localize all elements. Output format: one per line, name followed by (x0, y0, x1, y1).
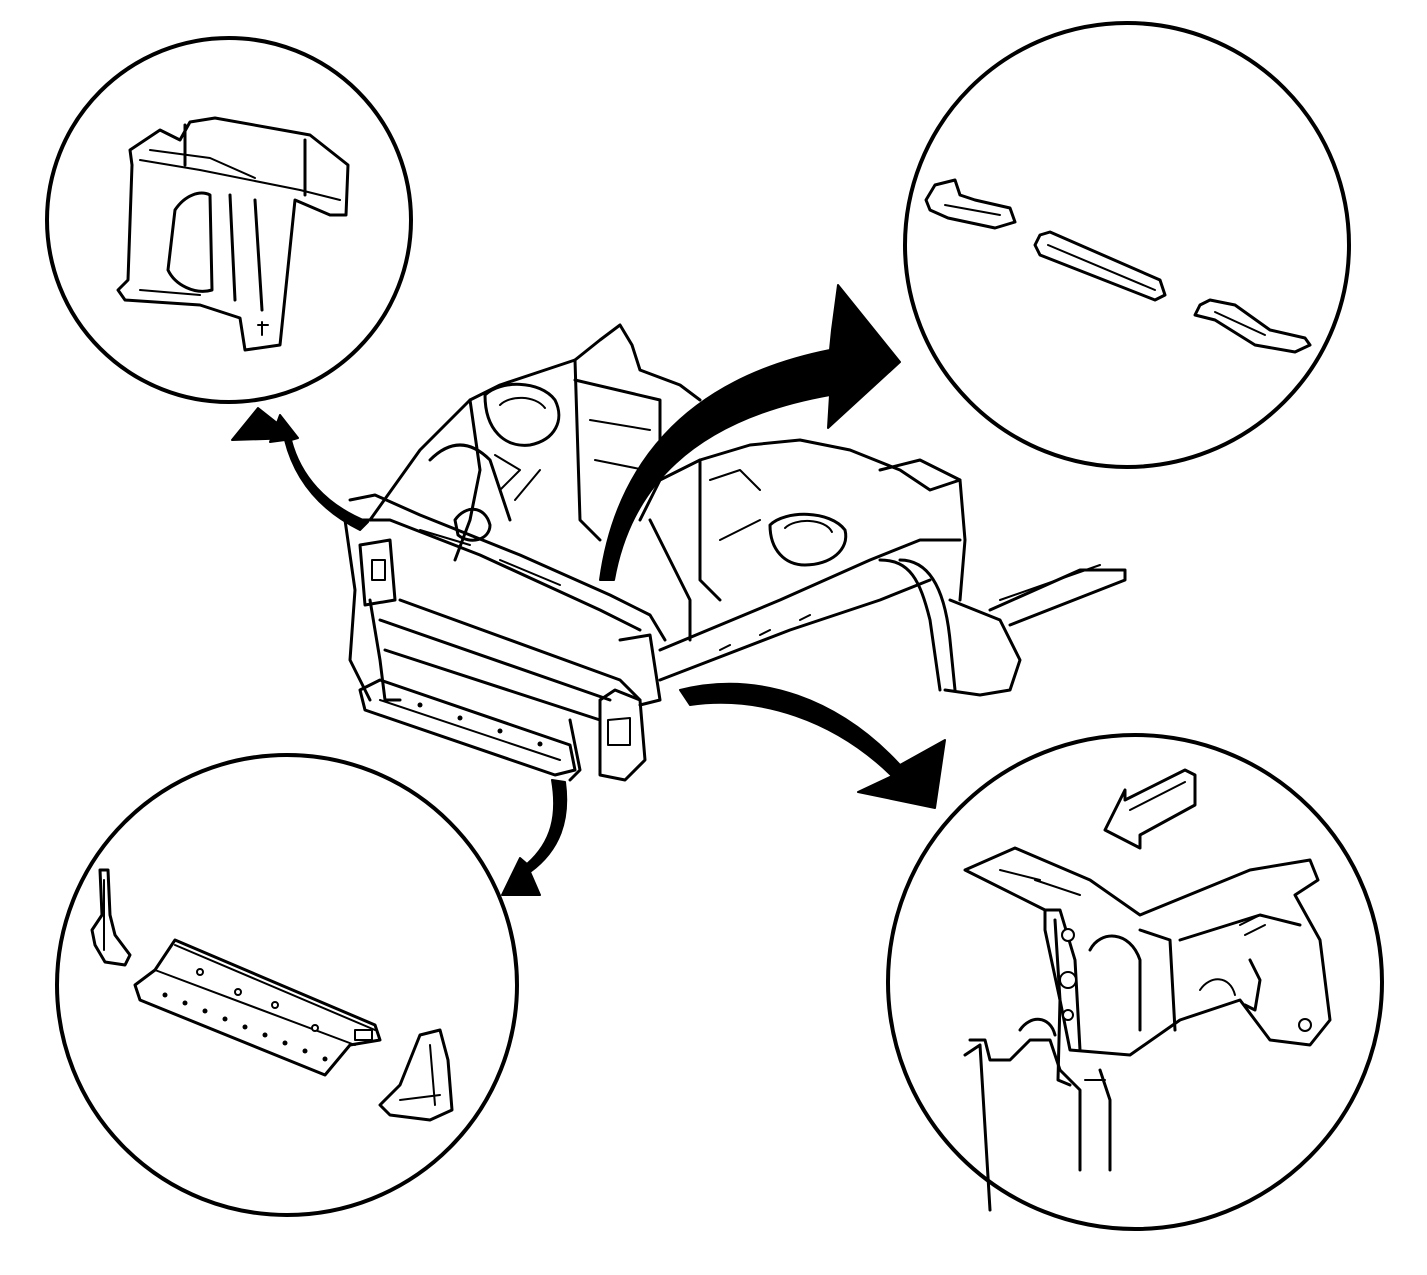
right-lower-bracket (378, 1028, 454, 1122)
center-tie-bar-section (1033, 230, 1167, 302)
right-tie-bar-section (1193, 298, 1312, 354)
direction-arrow (1103, 768, 1197, 850)
upper-radiator-support-bracket (116, 116, 350, 352)
left-lower-bracket (90, 868, 132, 967)
left-tie-bar-section (924, 178, 1017, 230)
arrow-to-bottom-right (679, 682, 946, 809)
callout-bottom-right (886, 733, 1384, 1231)
callout-bottom-left (55, 753, 519, 1217)
radiator-support-corner-structure (963, 846, 1332, 1212)
callout-top-left (45, 36, 413, 404)
lower-tie-bar-panel (133, 938, 382, 1077)
front-body-structure (343, 323, 1127, 782)
arrow-to-bottom-left (501, 779, 568, 896)
arrow-to-top-right (599, 284, 901, 581)
callout-top-right (903, 21, 1351, 469)
arrow-to-top-left (231, 407, 369, 531)
